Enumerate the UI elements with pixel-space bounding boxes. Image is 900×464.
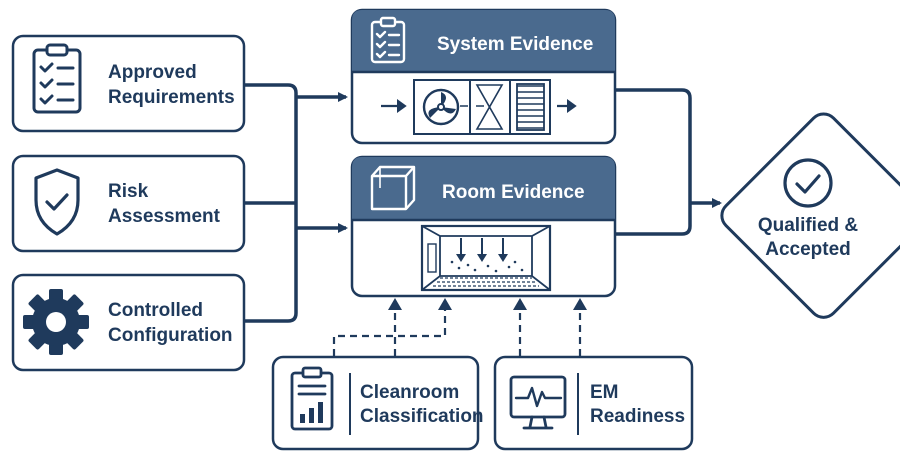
input-label-line1: Approved <box>108 62 197 83</box>
room-evidence-title: Room Evidence <box>442 182 585 203</box>
input-controlled-configuration: Controlled Configuration <box>11 273 246 372</box>
support-arrowheads <box>388 298 587 310</box>
output-label-line1: Qualified & <box>758 215 859 236</box>
input-label-line1: Risk <box>108 181 149 202</box>
clipboard-checklist-icon <box>32 43 82 114</box>
input-label-line2: Configuration <box>108 325 233 346</box>
check-circle-icon <box>783 158 833 208</box>
support-label-line1: EM <box>590 382 619 403</box>
input-approved-requirements: Approved Requirements <box>11 34 246 133</box>
monitor-waveform-icon <box>509 375 567 430</box>
report-chart-icon <box>290 366 334 431</box>
shield-check-icon <box>34 168 80 236</box>
input-risk-assessment: Risk Assessment <box>11 154 246 253</box>
output-label-line2: Accepted <box>765 239 851 260</box>
clipboard-checklist-icon <box>370 16 406 64</box>
output-qualified-accepted: Qualified & Accepted <box>720 112 900 319</box>
input-label-line2: Requirements <box>108 87 235 108</box>
air-handling-unit-icon <box>381 79 577 135</box>
support-label-line2: Readiness <box>590 406 685 427</box>
input-label-line2: Assessment <box>108 206 221 227</box>
connectors <box>244 83 722 323</box>
support-label-line1: Cleanroom <box>360 382 459 403</box>
input-label-line1: Controlled <box>108 300 203 321</box>
gear-icon <box>23 289 89 355</box>
support-label-line2: Classification <box>360 406 484 427</box>
system-evidence-panel: System Evidence <box>350 8 617 145</box>
cleanroom-airflow-icon <box>420 224 552 292</box>
support-cleanroom-classification: Cleanroom Classification <box>271 355 484 451</box>
room-box-icon <box>370 165 416 211</box>
support-em-readiness: EM Readiness <box>493 355 694 451</box>
connector-system-out <box>616 88 692 236</box>
room-evidence-panel: Room Evidence <box>350 155 617 298</box>
support-connectors <box>332 306 582 356</box>
system-evidence-title: System Evidence <box>437 34 593 55</box>
